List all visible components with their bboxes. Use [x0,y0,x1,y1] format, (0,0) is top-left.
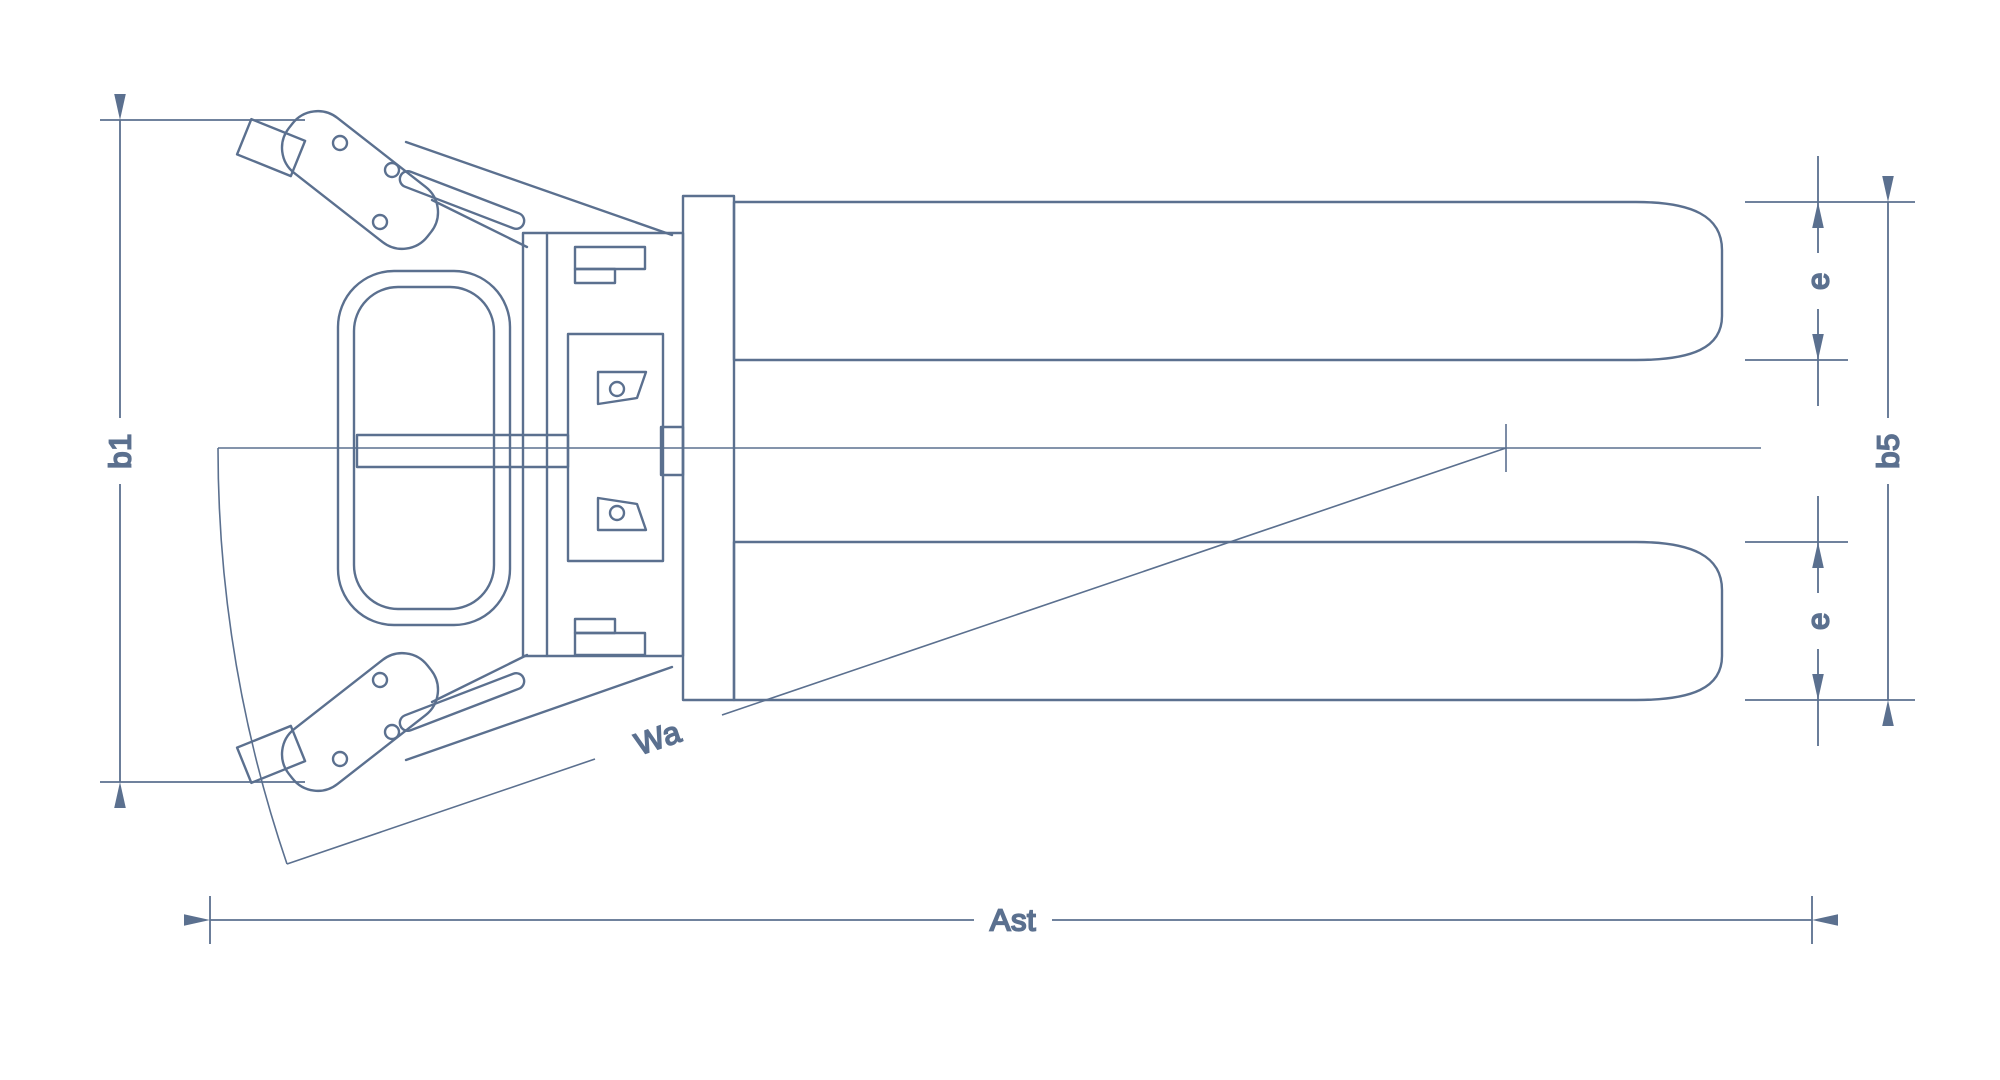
turning-radius-arc [217,447,288,865]
label-e-bottom: e [1801,612,1836,630]
dimension-e-bottom: e [1745,496,1915,746]
bracket-bottom [596,496,648,532]
hydraulic-frame [521,231,685,658]
bracket-top [596,370,648,406]
pivot-hub [659,425,685,477]
dimension-b5: b5 [1870,176,1906,726]
label-ast: Ast [990,903,1036,938]
turning-geometry [217,424,1761,865]
label-e-top: e [1801,272,1836,290]
label-wa: Wa [630,714,685,762]
label-b1: b1 [103,433,138,468]
tiller-arm-upper [235,97,674,263]
dimension-e-top: e [1745,156,1915,406]
dimension-wa: Wa [286,447,1507,865]
dimension-b1: b1 [100,94,305,808]
fork-top [732,200,1724,362]
fork-bottom [732,540,1724,702]
dimension-ast: Ast [184,896,1838,944]
tiller-axle-bar [355,433,570,469]
label-b5: b5 [1871,433,1906,468]
tiller-arm-lower [235,639,674,805]
